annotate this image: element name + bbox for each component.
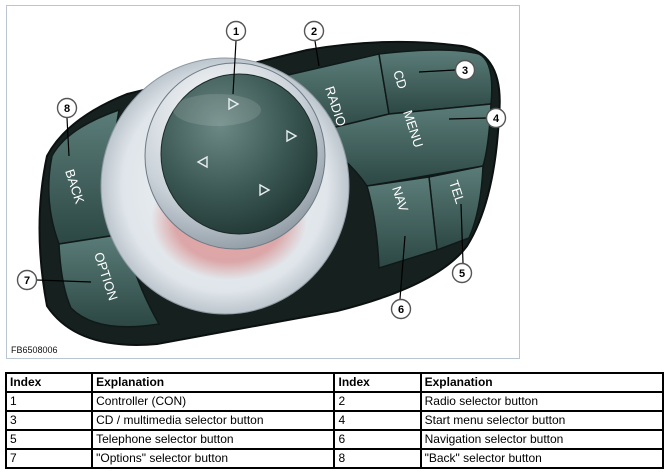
legend-row: 3 CD / multimedia selector button 4 Star… <box>4 410 665 431</box>
callout-6-number: 6 <box>398 304 404 316</box>
callout-8-number: 8 <box>64 103 70 115</box>
index-cell: 4 <box>333 410 422 431</box>
callout-1-number: 1 <box>233 26 239 38</box>
index-cell: 3 <box>4 410 94 431</box>
arrow-up-icon <box>228 97 240 111</box>
header-explanation: Explanation <box>91 372 336 393</box>
index-cell: 2 <box>333 391 422 412</box>
callout-2: 2 <box>303 20 325 42</box>
arrow-left-icon <box>196 155 208 169</box>
legend-row: 5 Telephone selector button 6 Navigation… <box>4 429 665 450</box>
callout-2-number: 2 <box>311 26 317 38</box>
explanation-cell: Radio selector button <box>419 391 665 412</box>
callout-3: 3 <box>454 59 476 81</box>
callout-7-number: 7 <box>24 275 30 287</box>
leader-lines <box>36 40 488 300</box>
arrow-down-icon <box>259 183 271 197</box>
header-index: Index <box>333 372 422 393</box>
callout-4-number: 4 <box>493 113 500 125</box>
arrow-right-icon <box>286 129 298 143</box>
explanation-cell: Telephone selector button <box>91 429 336 450</box>
explanation-cell: Navigation selector button <box>419 429 665 450</box>
controller-diagram: RADIO CD MENU TEL NAV BACK OPTION 1 2 <box>6 5 520 359</box>
index-cell: 7 <box>4 448 94 469</box>
cd-button-label: CD <box>390 68 410 90</box>
callout-6: 6 <box>390 298 412 320</box>
tel-button-label: TEL <box>446 178 468 205</box>
callout-5-number: 5 <box>459 268 465 280</box>
index-cell: 5 <box>4 429 94 450</box>
explanation-cell: Start menu selector button <box>419 410 665 431</box>
callout-4: 4 <box>485 107 507 129</box>
callout-1: 1 <box>225 20 247 42</box>
callout-8: 8 <box>56 97 78 119</box>
callout-3-number: 3 <box>462 65 468 77</box>
index-cell: 8 <box>333 448 422 469</box>
callout-5: 5 <box>451 262 473 284</box>
explanation-cell: CD / multimedia selector button <box>91 410 336 431</box>
nav-button[interactable] <box>366 176 438 270</box>
header-explanation: Explanation <box>419 372 665 393</box>
knob-highlight <box>173 94 261 126</box>
explanation-cell: "Options" selector button <box>91 448 336 469</box>
explanation-cell: "Back" selector button <box>419 448 665 469</box>
figure-code: FB6508006 <box>11 345 58 355</box>
callout-7: 7 <box>16 269 38 291</box>
tel-button[interactable] <box>428 165 484 252</box>
explanation-cell: Controller (CON) <box>91 391 336 412</box>
legend-table: Index Explanation Index Explanation 1 Co… <box>4 372 665 469</box>
controller-knob[interactable] <box>160 73 318 235</box>
index-cell: 1 <box>4 391 94 412</box>
header-index: Index <box>4 372 94 393</box>
legend-row: 1 Controller (CON) 2 Radio selector butt… <box>4 391 665 412</box>
index-cell: 6 <box>333 429 422 450</box>
legend-header-row: Index Explanation Index Explanation <box>4 372 665 393</box>
legend-row: 7 "Options" selector button 8 "Back" sel… <box>4 448 665 469</box>
